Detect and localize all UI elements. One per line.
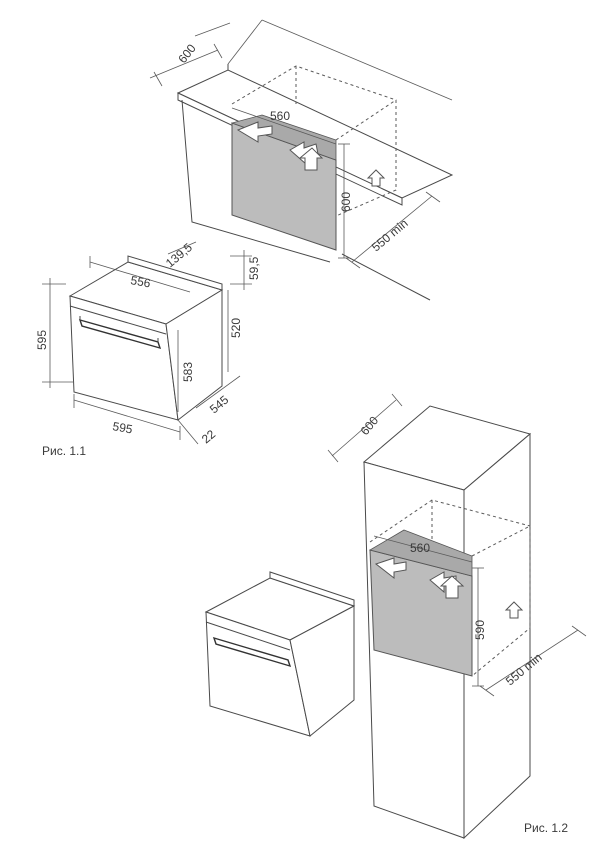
oven-body-height-label: 520 bbox=[229, 318, 243, 338]
oven-door-height-label: 583 bbox=[181, 362, 195, 382]
fig2-column: 600 560 590 550 min Рис. 1.2 bbox=[327, 393, 587, 840]
oven-side bbox=[165, 289, 223, 421]
fig2-niche-width-label: 560 bbox=[410, 541, 430, 555]
fig2-niche-height-label: 590 bbox=[473, 620, 487, 640]
fig2-caption: Рис. 1.2 bbox=[524, 821, 568, 835]
fig1-niche-depth-label: 600 bbox=[175, 41, 199, 66]
fig2-niche-depth-label: 600 bbox=[358, 413, 382, 438]
fig1-niche-width-label: 560 bbox=[270, 109, 290, 123]
fig1-niche-min-depth-label: 550 min bbox=[369, 216, 411, 254]
column-side bbox=[463, 432, 531, 840]
fig2-oven-top-flange bbox=[269, 571, 355, 607]
fig2-oven-handle bbox=[212, 636, 292, 668]
column-airflow-out-arrow bbox=[374, 557, 407, 580]
fig1-caption: Рис. 1.1 bbox=[42, 444, 86, 458]
oven-depth-label: 545 bbox=[207, 392, 232, 416]
airflow-in-arrow-small bbox=[366, 169, 386, 187]
cabinet-front bbox=[181, 99, 331, 263]
airflow-out-arrow bbox=[236, 121, 273, 143]
oven-door-thickness-label: 22 bbox=[199, 427, 218, 447]
fig2-oven-side bbox=[289, 605, 355, 737]
oven-top-flange bbox=[127, 255, 223, 291]
fig1-oven: 139,5 556 59,5 595 520 583 545 595 22 Ри… bbox=[35, 240, 261, 458]
column-airflow-in-arrow-small bbox=[504, 601, 524, 619]
fig1-niche-height-label: 600 bbox=[339, 192, 353, 212]
fig1-cabinet: 600 560 600 550 min bbox=[149, 19, 454, 301]
oven-width-label: 595 bbox=[111, 419, 133, 436]
airflow-in-arrow bbox=[298, 147, 324, 171]
fig2-oven bbox=[204, 571, 356, 737]
oven-inner-width-label: 556 bbox=[129, 273, 151, 290]
oven-height-label: 595 bbox=[35, 330, 49, 350]
column-airflow-in-arrow bbox=[439, 575, 465, 599]
oven-top-step-label: 59,5 bbox=[247, 256, 261, 280]
oven-handle bbox=[78, 318, 162, 350]
